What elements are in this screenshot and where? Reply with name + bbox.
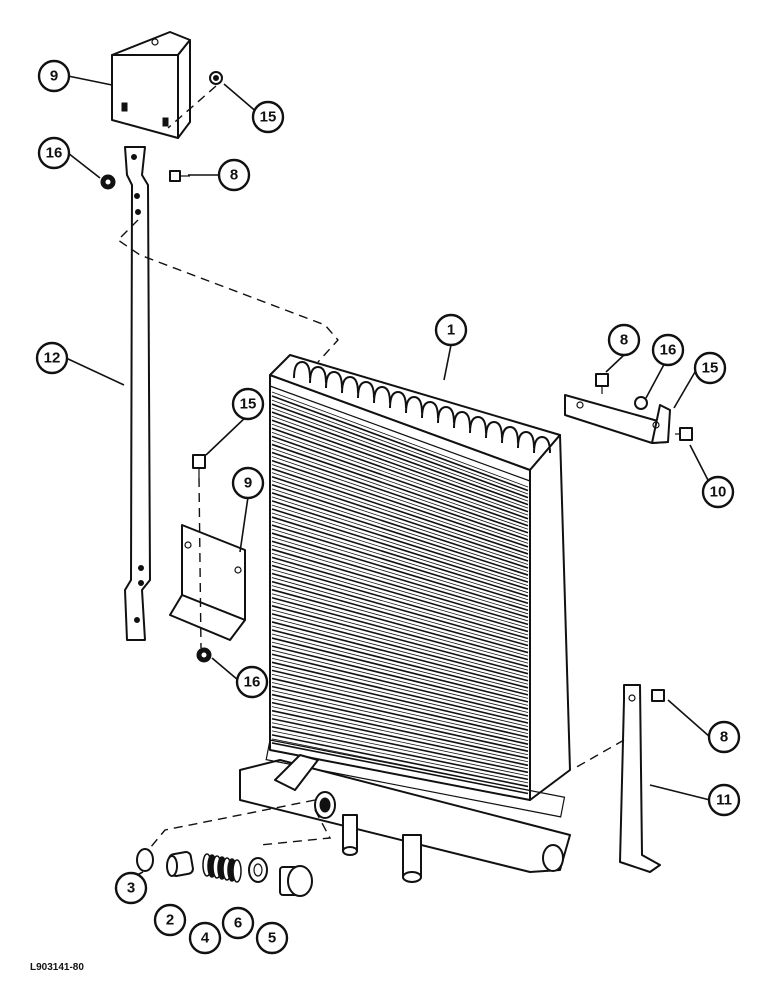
assembly-line-right	[574, 739, 625, 769]
assembly-line-middle	[198, 477, 202, 649]
middle-hardware	[192, 454, 212, 663]
bolt-hardware-top	[100, 71, 223, 190]
svg-text:2: 2	[166, 912, 174, 929]
callout-9-middle: 9	[231, 466, 265, 500]
svg-text:11: 11	[716, 792, 732, 809]
svg-text:9: 9	[244, 475, 252, 492]
radiator-core	[269, 354, 571, 801]
svg-text:4: 4	[201, 930, 210, 947]
svg-text:8: 8	[230, 167, 238, 184]
svg-text:8: 8	[720, 729, 728, 746]
svg-text:5: 5	[268, 930, 276, 947]
svg-text:15: 15	[260, 109, 277, 126]
washer-part-6	[248, 857, 268, 883]
callout-3: 3	[114, 871, 148, 905]
svg-text:16: 16	[46, 145, 63, 162]
svg-text:3: 3	[127, 880, 135, 897]
leader-lines	[65, 75, 711, 876]
callout-15-top: 15	[251, 100, 285, 134]
callout-16-middle: 16	[235, 665, 269, 699]
callout-12: 12	[35, 341, 69, 375]
valve-part-2	[166, 851, 194, 877]
assembly-line-top	[167, 85, 217, 129]
svg-text:15: 15	[702, 360, 719, 377]
middle-mounting-bracket	[169, 524, 246, 641]
callout-15-middle: 15	[231, 387, 265, 421]
callout-10: 10	[701, 475, 735, 509]
callout-16-right: 16	[651, 333, 685, 367]
callout-16-top: 16	[37, 136, 71, 170]
svg-text:1: 1	[447, 322, 455, 339]
callout-9-top: 9	[37, 59, 71, 93]
o-ring-part-3	[136, 848, 154, 872]
assembly-line-bar	[116, 219, 339, 363]
callout-8-bottom: 8	[707, 720, 741, 754]
svg-text:6: 6	[234, 915, 242, 932]
assembly-line-bottom	[139, 799, 332, 861]
vertical-support-bar	[124, 146, 151, 641]
callout-8-top: 8	[217, 158, 251, 192]
callout-5: 5	[255, 921, 289, 955]
spring-part-4	[202, 853, 242, 883]
figure-id: L903141-80	[30, 962, 84, 973]
svg-text:12: 12	[44, 350, 61, 367]
svg-text:16: 16	[660, 342, 677, 359]
svg-text:9: 9	[50, 68, 58, 85]
callout-4: 4	[188, 921, 222, 955]
svg-text:8: 8	[620, 332, 628, 349]
callout-2: 2	[153, 903, 187, 937]
plug-part-5	[279, 865, 313, 897]
bottom-tank	[239, 739, 571, 883]
callout-6: 6	[221, 906, 255, 940]
right-top-bracket	[564, 373, 693, 444]
header-tube-loops	[293, 360, 551, 454]
svg-text:10: 10	[710, 484, 727, 501]
callout-11: 11	[707, 783, 741, 817]
callout-15-right: 15	[693, 351, 727, 385]
top-mounting-bracket	[111, 31, 191, 139]
cooling-fins	[271, 391, 529, 795]
right-bottom-bracket	[619, 684, 665, 873]
svg-text:16: 16	[244, 674, 261, 691]
callout-8-right: 8	[607, 323, 641, 357]
callout-1: 1	[434, 313, 468, 347]
svg-text:15: 15	[240, 396, 257, 413]
